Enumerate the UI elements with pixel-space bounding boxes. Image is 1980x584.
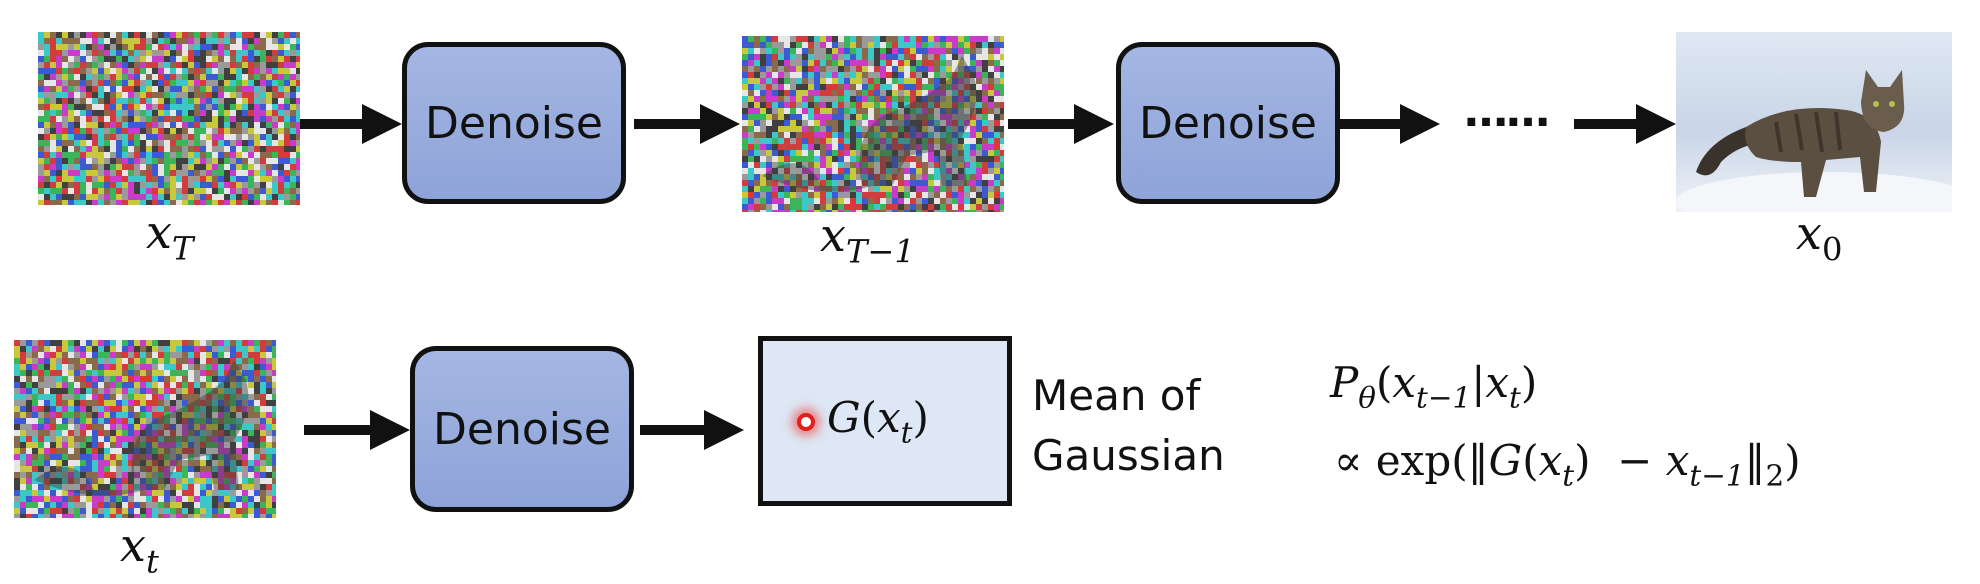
gx-formula: G(xt) — [827, 393, 929, 450]
denoise-box-3: Denoise — [410, 346, 634, 512]
formula-exp: ∝ exp(‖G(xt) − xt−1‖2) — [1334, 436, 1801, 493]
mean-of-gaussian-label: Mean of Gaussian — [1032, 371, 1225, 480]
gaussian-mean-box: G(xt) — [758, 336, 1012, 506]
mean-dot — [797, 413, 815, 431]
cat-image-x0 — [1676, 32, 1952, 212]
label-xt: xt — [120, 518, 159, 581]
label-xT-minus-1: xT−1 — [820, 208, 915, 271]
formula-p-theta: Pθ(xt−1|xt) — [1330, 358, 1538, 415]
noisy-cat-image-xT-1 — [742, 36, 1004, 212]
noisy-cat-image-xt — [14, 340, 276, 518]
noise-image-xT — [38, 32, 300, 205]
label-xT: xT — [146, 205, 194, 268]
denoise-box-2: Denoise — [1116, 42, 1340, 204]
ellipsis: …… — [1464, 86, 1550, 137]
label-x0: x0 — [1796, 206, 1843, 269]
denoise-box-1: Denoise — [402, 42, 626, 204]
